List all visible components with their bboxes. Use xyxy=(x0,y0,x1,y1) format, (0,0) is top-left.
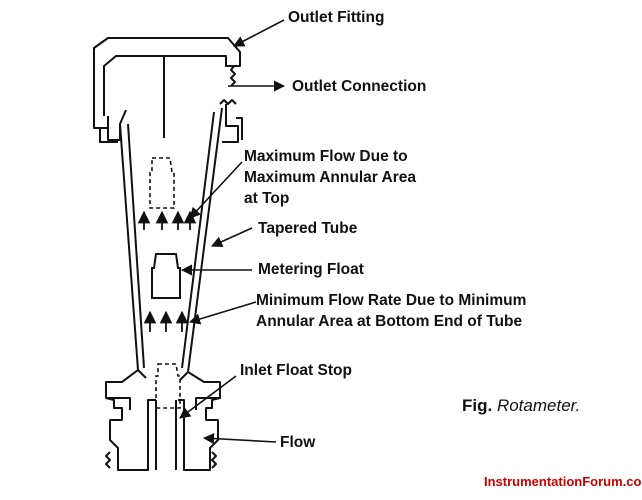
inlet-thread xyxy=(211,451,217,469)
outlet-fitting-thread xyxy=(230,65,236,87)
label-metering-float: Metering Float xyxy=(258,261,364,278)
figure-caption-prefix: Fig. xyxy=(462,396,493,415)
inlet-fitting-ledge-left xyxy=(106,397,131,410)
tapered-tube-right-inner xyxy=(181,111,215,369)
outlet-fitting-thread-right xyxy=(219,99,237,105)
outlet-shoulder-left xyxy=(107,109,127,141)
source-watermark: InstrumentationForum.com xyxy=(484,474,642,489)
leader-max-flow xyxy=(189,161,243,219)
outlet-plug-right xyxy=(236,117,243,140)
outlet-plug xyxy=(99,128,118,143)
leader-inlet-float-stop xyxy=(179,375,237,419)
float-at-top-dashed xyxy=(149,157,175,209)
label-inlet-float-stop: Inlet Float Stop xyxy=(240,362,352,379)
label-max-flow-line-1: Maximum Flow Due to xyxy=(244,148,408,165)
metering-float xyxy=(151,253,181,299)
label-min-flow-line-2: Annular Area at Bottom End of Tube xyxy=(256,313,523,330)
label-min-flow-line-1: Minimum Flow Rate Due to Minimum xyxy=(256,292,527,309)
tapered-tube-left-inner xyxy=(127,123,145,369)
label-flow: Flow xyxy=(280,434,316,451)
leader-min-flow xyxy=(188,301,257,325)
outlet-fitting-body xyxy=(93,37,241,129)
leader-flow xyxy=(202,432,277,445)
label-outlet-fitting: Outlet Fitting xyxy=(288,9,385,26)
inlet-fitting-right xyxy=(178,371,221,471)
figure-caption-title: Rotameter. xyxy=(496,396,581,415)
label-max-flow-line-2: Maximum Annular Area xyxy=(244,169,416,186)
label-outlet-connection: Outlet Connection xyxy=(292,78,427,95)
inlet-thread-left xyxy=(105,451,111,469)
figure-caption: Fig. Rotameter. xyxy=(462,396,580,416)
leader-tapered-tube xyxy=(210,227,253,247)
inlet-fitting-left xyxy=(105,369,156,471)
leader-outlet-fitting xyxy=(233,19,285,47)
label-max-flow-line-3: at Top xyxy=(244,190,290,207)
outlet-shoulder-right xyxy=(222,104,239,143)
label-tapered-tube: Tapered Tube xyxy=(258,220,358,237)
